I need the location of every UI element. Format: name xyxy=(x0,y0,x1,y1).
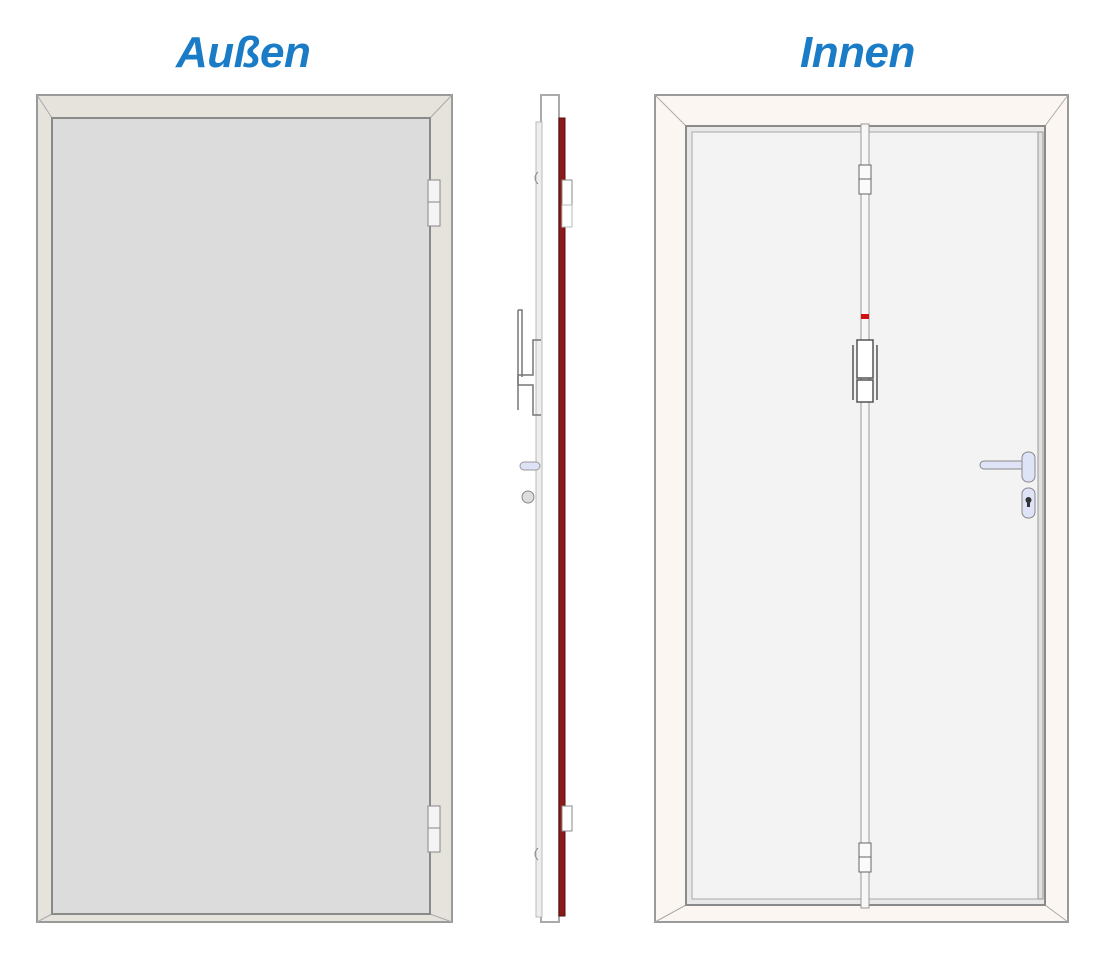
handle-icon xyxy=(519,461,541,471)
inside-label: Innen xyxy=(800,28,915,77)
hinge-icon xyxy=(858,842,872,873)
lock-cylinder-icon xyxy=(1021,487,1036,519)
door-handle-icon xyxy=(979,451,1036,483)
hinge-icon xyxy=(427,179,441,227)
inside-door-view xyxy=(654,94,1069,923)
outside-door-view xyxy=(36,94,453,923)
hinge-icon xyxy=(858,164,872,195)
outside-label: Außen xyxy=(176,28,311,77)
hinge-icon xyxy=(427,805,441,853)
cylinder-icon xyxy=(521,490,535,504)
lock-case-icon xyxy=(852,314,878,403)
lock-bolt-icon xyxy=(517,309,541,416)
side-section-view xyxy=(517,94,573,923)
